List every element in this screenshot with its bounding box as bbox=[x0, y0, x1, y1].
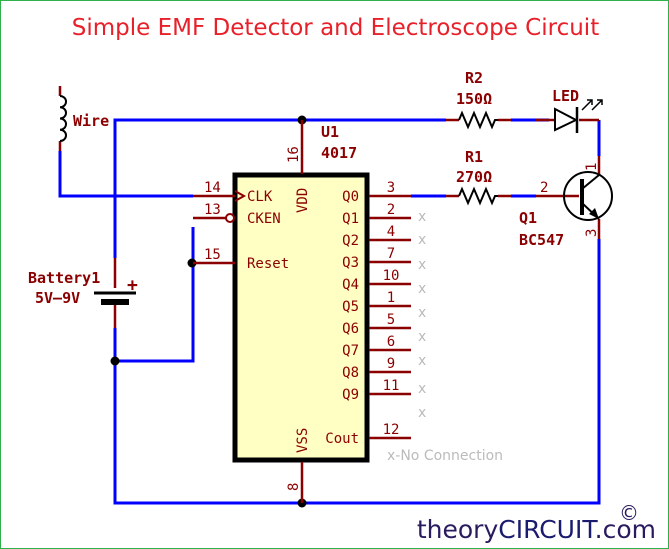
no-connection-icon: x bbox=[418, 329, 426, 345]
no-connection-icon: x bbox=[418, 381, 426, 397]
resistor-r2 bbox=[446, 110, 511, 130]
antenna-label: Wire bbox=[73, 112, 109, 130]
led-icon bbox=[536, 99, 603, 133]
resistor-r1 bbox=[446, 186, 511, 206]
watermark-main: CIRCUIT bbox=[498, 515, 595, 544]
ic-ref: U1 bbox=[321, 123, 339, 141]
wire-cken-reset bbox=[115, 227, 195, 363]
pin-name-clk: CLK bbox=[247, 189, 273, 205]
pin-num-vdd: 16 bbox=[286, 146, 302, 163]
pin-num-q0: 3 bbox=[387, 180, 395, 196]
pin-num-reset: 15 bbox=[204, 247, 221, 263]
pin-name-vdd: VDD bbox=[295, 188, 311, 213]
left-pins: 14 CLK 13 CKEN 15 Reset bbox=[193, 180, 289, 272]
r2-value: 150Ω bbox=[456, 90, 492, 108]
watermark: theoryCIRCUIT.com bbox=[417, 515, 656, 544]
inverted-input-icon bbox=[225, 213, 235, 223]
pin-name-vss: VSS bbox=[295, 428, 311, 453]
pin-name-q6: Q6 bbox=[342, 321, 359, 337]
pin-num-cken: 13 bbox=[204, 202, 221, 218]
pin-num-q8: 9 bbox=[387, 356, 395, 372]
pin-name-q4: Q4 bbox=[342, 277, 359, 293]
copyright-icon: © bbox=[619, 501, 639, 525]
light-emission-icon bbox=[581, 99, 603, 111]
ic-4017-body bbox=[232, 172, 370, 463]
pin-name-q7: Q7 bbox=[342, 343, 359, 359]
pin-name-q5: Q5 bbox=[342, 299, 359, 315]
wire-ground-rail bbox=[113, 239, 601, 505]
pin-name-q2: Q2 bbox=[342, 233, 359, 249]
pin-num-q5: 1 bbox=[387, 290, 395, 306]
diagram-title: Simple EMF Detector and Electroscope Cir… bbox=[71, 15, 600, 41]
pin-num-q6: 5 bbox=[387, 312, 395, 328]
no-connection-icon: x bbox=[418, 257, 426, 273]
pin-name-reset: Reset bbox=[247, 256, 289, 272]
wires bbox=[58, 118, 601, 505]
pin-num-q3: 7 bbox=[387, 246, 395, 262]
pin-num-q4: 10 bbox=[383, 268, 400, 284]
q1-pin-base: 2 bbox=[540, 180, 548, 196]
q1-ref: Q1 bbox=[519, 209, 537, 227]
pin-num-vss: 8 bbox=[286, 483, 302, 491]
junction-dot bbox=[187, 258, 197, 268]
watermark-suffix: .com bbox=[594, 515, 656, 544]
pin-num-q2: 4 bbox=[387, 224, 395, 240]
npn-transistor-icon bbox=[536, 156, 613, 239]
clock-edge-icon bbox=[234, 190, 247, 202]
q1-value: BC547 bbox=[519, 231, 564, 249]
r1-ref: R1 bbox=[465, 148, 483, 166]
no-connection-icon: x bbox=[418, 305, 426, 321]
pin-name-cout: Cout bbox=[325, 431, 359, 447]
q1-pin-collector: 1 bbox=[584, 163, 600, 171]
no-connection-icon: x bbox=[418, 353, 426, 369]
right-pins: 3Q02Q14Q27Q310Q41Q55Q66Q79Q811Q912Coutxx… bbox=[325, 180, 426, 447]
pin-name-q1: Q1 bbox=[342, 211, 359, 227]
pin-num-q9: 11 bbox=[383, 378, 400, 394]
battery-value: 5V–9V bbox=[35, 289, 80, 307]
pin-num-clk: 14 bbox=[204, 180, 221, 196]
antenna-coil bbox=[58, 86, 68, 151]
pin-name-cken: CKEN bbox=[247, 211, 281, 227]
led-ref: LED bbox=[552, 87, 579, 105]
pin-name-q8: Q8 bbox=[342, 365, 359, 381]
pin-num-q1: 2 bbox=[387, 202, 395, 218]
no-connection-icon: x bbox=[418, 232, 426, 248]
no-connection-icon: x bbox=[418, 209, 426, 225]
pin-num-cout: 12 bbox=[383, 422, 400, 438]
no-connection-icon: x bbox=[418, 405, 426, 421]
battery-plus-icon: + bbox=[127, 275, 138, 296]
ic-value: 4017 bbox=[321, 144, 357, 162]
r2-ref: R2 bbox=[465, 69, 483, 87]
pin-num-q7: 6 bbox=[387, 334, 395, 350]
wire-antenna-clk bbox=[58, 151, 193, 198]
no-connection-legend: x-No Connection bbox=[387, 448, 503, 464]
junction-dot bbox=[110, 356, 120, 366]
no-connection-icon: x bbox=[418, 281, 426, 297]
q1-pin-emitter: 3 bbox=[584, 229, 600, 237]
battery bbox=[94, 258, 136, 328]
pin-name-q0: Q0 bbox=[342, 189, 359, 205]
pin-name-q9: Q9 bbox=[342, 387, 359, 403]
pin-name-q3: Q3 bbox=[342, 255, 359, 271]
battery-ref: Battery1 bbox=[28, 269, 100, 287]
wire-vdd-rail bbox=[113, 118, 446, 258]
r1-value: 270Ω bbox=[456, 168, 492, 186]
watermark-prefix: theory bbox=[416, 515, 499, 544]
